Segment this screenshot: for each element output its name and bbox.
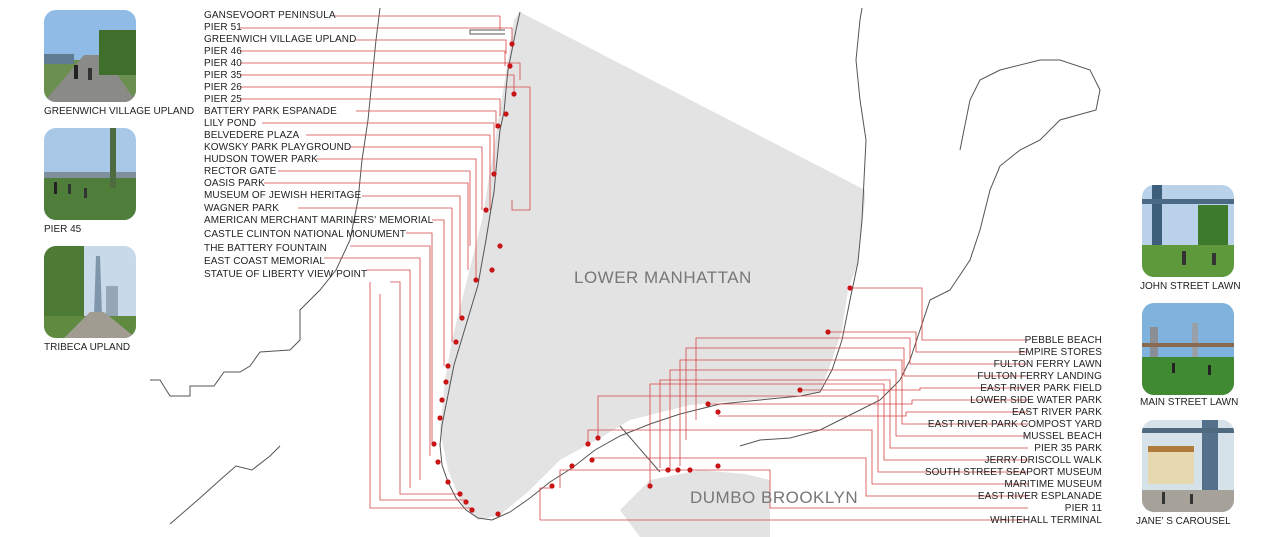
- site-dots: [431, 41, 853, 517]
- site-label-left: STATUE OF LIBERTY VIEW POINT: [204, 269, 368, 280]
- brooklyn-coast: [739, 59, 1101, 447]
- site-label-left: GANSEVOORT PENINSULA: [204, 10, 336, 21]
- site-label-left: PIER 46: [204, 46, 242, 57]
- site-label-right: EAST RIVER PARK FIELD: [980, 383, 1102, 394]
- site-label-left: GREENWICH VILLAGE UPLAND: [204, 34, 357, 45]
- bridge-lawn-photo: [1142, 185, 1234, 277]
- site-label-left: THE BATTERY FOUNTAIN: [204, 243, 327, 254]
- brooklyn-piers: [619, 425, 661, 473]
- site-label-left: LILY POND: [204, 118, 257, 129]
- lower-manhattan-area: [440, 12, 865, 520]
- photo-caption: PIER 45: [44, 224, 82, 235]
- site-label-right: PIER 11: [1064, 503, 1102, 514]
- site-label-right: MUSSEL BEACH: [1022, 431, 1102, 442]
- left-leader-lines: [240, 15, 531, 509]
- right-leader-lines: [539, 287, 1028, 521]
- site-label-left: EAST COAST MEMORIAL: [204, 256, 326, 267]
- site-label-right: PIER 35 PARK: [1034, 443, 1102, 454]
- site-label-left: AMERICAN MERCHANT MARINERS' MEMORIAL: [204, 215, 434, 226]
- carousel-photo: [1142, 420, 1234, 512]
- site-label-left: PIER 25: [204, 94, 242, 105]
- pier-lawn-photo: [44, 128, 136, 220]
- park-lawn-photo: [1142, 303, 1234, 395]
- site-label-left: PIER 35: [204, 70, 242, 81]
- site-label-right: EMPIRE STORES: [1018, 347, 1102, 358]
- west-coastline: [439, 11, 521, 521]
- site-label-left: MUSEUM OF JEWISH HERITAGE: [204, 190, 362, 201]
- photo-caption: MAIN STREET LAWN: [1140, 397, 1239, 408]
- site-label-left: BATTERY PARK ESPANADE: [204, 106, 337, 117]
- photo-caption: JOHN STREET LAWN: [1140, 281, 1241, 292]
- site-label-left: RECTOR GATE: [204, 166, 277, 177]
- waterfront-promenade-photo: [44, 10, 136, 102]
- west-piers: [469, 29, 505, 35]
- new-jersey-coast: [150, 7, 381, 397]
- site-label-right: MARITIME MUSEUM: [1004, 479, 1102, 490]
- site-label-right: FULTON FERRY LAWN: [993, 359, 1102, 370]
- lower-manhattan-label: LOWER MANHATTAN: [574, 268, 752, 287]
- site-label-right: PEBBLE BEACH: [1024, 335, 1102, 346]
- site-label-right: SOUTH STREET SEAPORT MUSEUM: [924, 467, 1102, 478]
- skyline-path-photo: [44, 246, 136, 338]
- site-label-left: CASTLE CLINTON NATIONAL MONUMENT: [204, 229, 406, 240]
- site-label-left: BELVEDERE PLAZA: [204, 130, 300, 141]
- site-label-left: PIER 26: [204, 82, 242, 93]
- site-label-right: JERRY DRISCOLL WALK: [984, 455, 1102, 466]
- site-label-right: FULTON FERRY LANDING: [977, 371, 1102, 382]
- site-label-right: LOWER SIDE WATER PARK: [970, 395, 1102, 406]
- site-label-left: PIER 51: [204, 22, 242, 33]
- site-label-right: WHITEHALL TERMINAL: [990, 515, 1102, 526]
- site-label-right: EAST RIVER ESPLANADE: [977, 491, 1102, 502]
- site-label-left: PIER 40: [204, 58, 242, 69]
- site-label-right: EAST RIVER PARK COMPOST YARD: [927, 419, 1102, 430]
- dumbo-brooklyn-label: DUMBO BROOKLYN: [690, 488, 859, 507]
- photo-caption: JANE’ S CAROUSEL: [1136, 516, 1231, 527]
- site-label-left: HUDSON TOWER PARK: [204, 154, 318, 165]
- photo-caption: TRIBECA UPLAND: [44, 342, 131, 353]
- site-label-left: KOWSKY PARK PLAYGROUND: [204, 142, 352, 153]
- site-label-left: WAGNER PARK: [204, 203, 279, 214]
- jersey-lower-coast: [169, 445, 281, 525]
- site-label-left: OASIS PARK: [204, 178, 265, 189]
- site-label-right: EAST RIVER PARK: [1011, 407, 1102, 418]
- photo-caption: GREENWICH VILLAGE UPLAND: [44, 106, 195, 117]
